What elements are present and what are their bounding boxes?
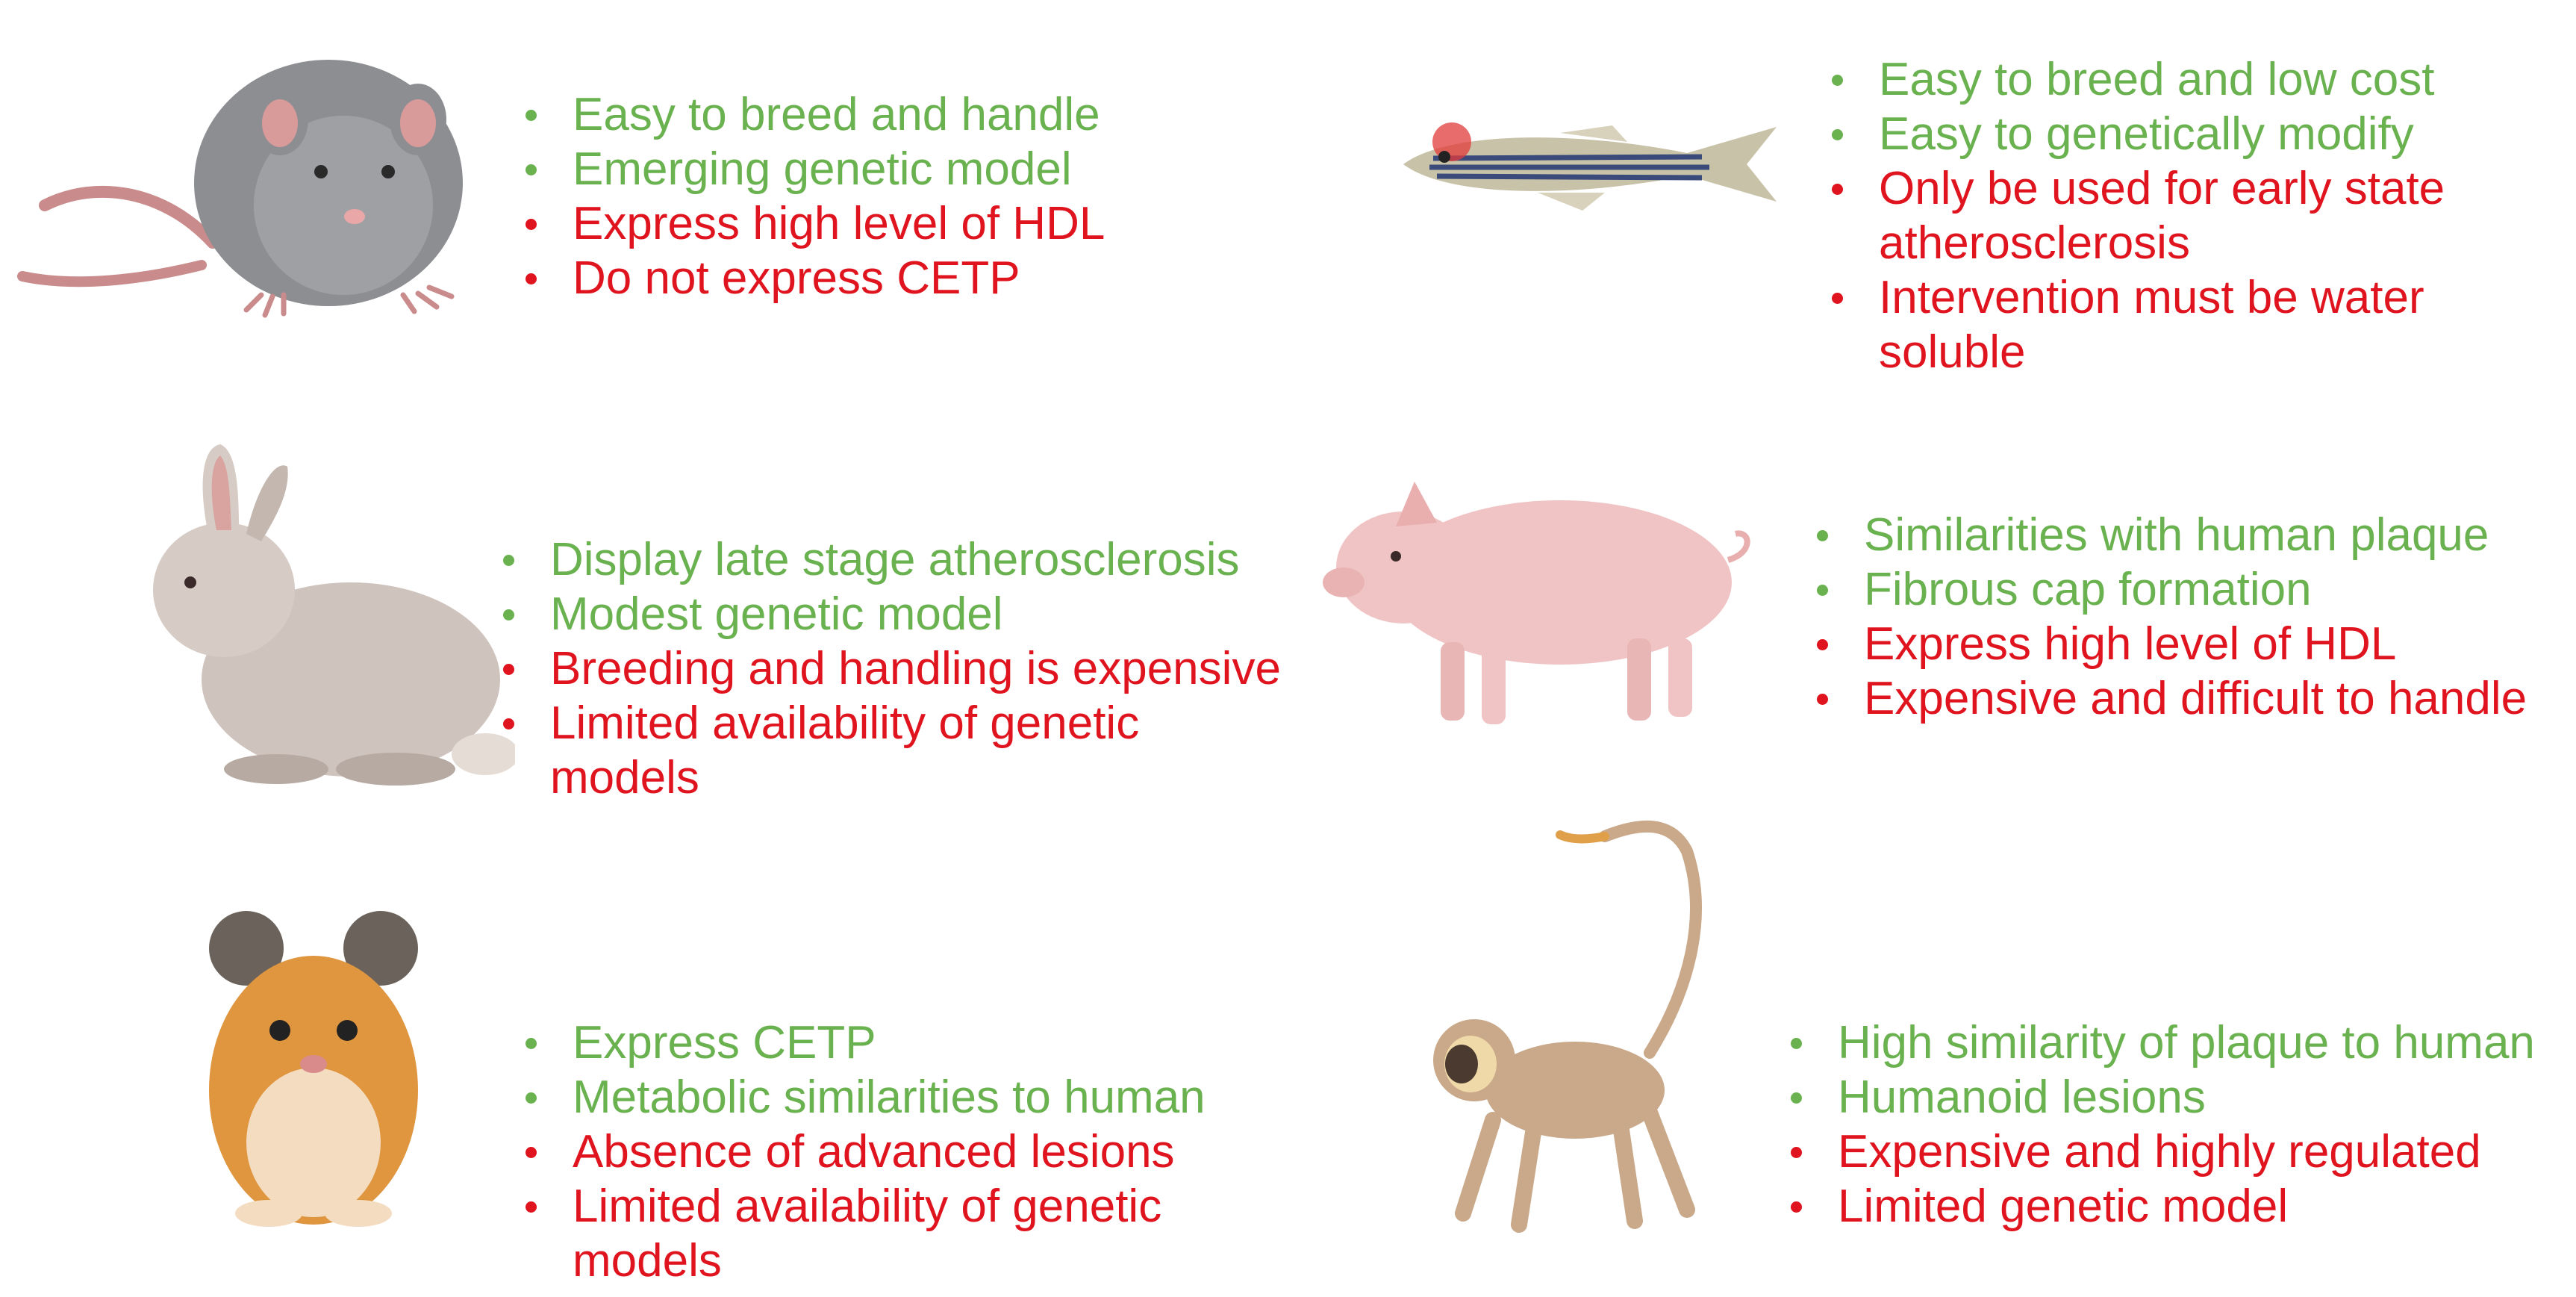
pig-pro-2: Fibrous cap formation — [1814, 562, 2527, 617]
zebrafish-icon — [1403, 122, 1777, 211]
rat-con-1: Express high level of HDL — [523, 196, 1105, 251]
red-bullet-icon — [526, 1147, 537, 1158]
green-bullet-icon — [503, 609, 514, 620]
green-bullet-icon — [503, 555, 514, 566]
monkey-characteristics: High similarity of plaque to human Human… — [1788, 1015, 2535, 1234]
green-bullet-icon — [1791, 1038, 1802, 1049]
hamster-icon — [209, 911, 418, 1227]
hamster-pro-2: Metabolic similarities to human — [523, 1070, 1206, 1125]
rat-con-2: Do not express CETP — [523, 251, 1105, 305]
green-bullet-icon — [526, 1092, 537, 1104]
monkey-con-2: Limited genetic model — [1788, 1179, 2535, 1234]
zebrafish-illustration — [1388, 112, 1791, 217]
hamster-con-1: Absence of advanced lesions — [523, 1125, 1206, 1179]
zebrafish-characteristics: Easy to breed and low cost Easy to genet… — [1829, 52, 2445, 379]
red-bullet-icon — [1817, 639, 1828, 650]
zebrafish-pro-2: Easy to genetically modify — [1829, 107, 2445, 161]
rat-icon — [17, 60, 463, 318]
monkey-con-1: Expensive and highly regulated — [1788, 1125, 2535, 1179]
zebrafish-pro-1: Easy to breed and low cost — [1829, 52, 2445, 107]
red-bullet-icon — [1817, 694, 1828, 705]
rabbit-con-1: Breeding and handling is expensive — [500, 641, 1281, 696]
red-bullet-icon — [526, 219, 537, 230]
monkey-pro-2: Humanoid lesions — [1788, 1070, 2535, 1125]
rat-pro-1: Easy to breed and handle — [523, 87, 1105, 142]
pig-illustration — [1314, 470, 1762, 732]
red-bullet-icon — [503, 664, 514, 675]
green-bullet-icon — [526, 164, 537, 175]
red-bullet-icon — [1832, 293, 1843, 304]
rat-illustration — [15, 19, 470, 325]
rabbit-pro-1: Display late stage atherosclerosis — [500, 532, 1281, 587]
rabbit-illustration — [127, 441, 515, 791]
hamster-illustration — [202, 903, 425, 1232]
red-bullet-icon — [503, 718, 514, 730]
red-bullet-icon — [526, 1201, 537, 1213]
rabbit-icon — [153, 444, 515, 786]
monkey-icon — [1433, 820, 1702, 1233]
green-bullet-icon — [526, 110, 537, 121]
monkey-pro-1: High similarity of plaque to human — [1788, 1015, 2535, 1070]
pig-con-1: Express high level of HDL — [1814, 617, 2527, 671]
rabbit-pro-2: Modest genetic model — [500, 587, 1281, 641]
pig-icon — [1323, 482, 1750, 724]
red-bullet-icon — [526, 273, 537, 284]
green-bullet-icon — [1817, 530, 1828, 541]
red-bullet-icon — [1791, 1201, 1802, 1213]
green-bullet-icon — [526, 1038, 537, 1049]
red-bullet-icon — [1791, 1147, 1802, 1158]
monkey-illustration — [1403, 806, 1777, 1240]
green-bullet-icon — [1817, 585, 1828, 596]
rat-characteristics: Easy to breed and handle Emerging geneti… — [523, 87, 1105, 305]
hamster-pro-1: Express CETP — [523, 1015, 1206, 1070]
hamster-characteristics: Express CETP Metabolic similarities to h… — [523, 1015, 1206, 1288]
red-bullet-icon — [1832, 184, 1843, 195]
green-bullet-icon — [1791, 1092, 1802, 1104]
rat-pro-2: Emerging genetic model — [523, 142, 1105, 196]
pig-pro-1: Similarities with human plaque — [1814, 508, 2527, 562]
rabbit-characteristics: Display late stage atherosclerosis Modes… — [500, 532, 1281, 805]
green-bullet-icon — [1832, 129, 1843, 140]
pig-characteristics: Similarities with human plaque Fibrous c… — [1814, 508, 2527, 726]
pig-con-2: Expensive and difficult to handle — [1814, 671, 2527, 726]
green-bullet-icon — [1832, 75, 1843, 86]
